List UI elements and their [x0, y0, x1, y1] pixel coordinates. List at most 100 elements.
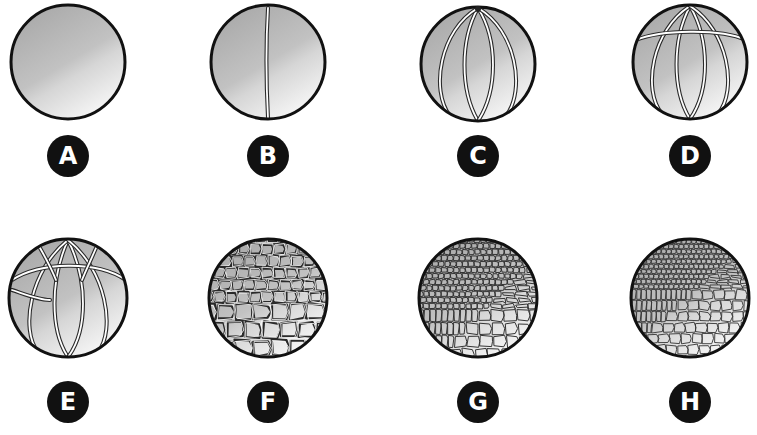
blastomere: [652, 311, 657, 322]
blastomere: [634, 345, 645, 355]
blastomere: [345, 219, 358, 229]
blastomere: [245, 257, 255, 267]
blastomere: [661, 290, 666, 300]
blastomere: [732, 284, 743, 289]
blastomere: [719, 224, 724, 229]
blastomere: [448, 322, 454, 335]
blastomere: [689, 224, 694, 228]
blastomere: [678, 346, 689, 354]
blastomere: [454, 322, 460, 335]
blastomere: [497, 375, 510, 386]
blastomere: [460, 244, 465, 249]
blastomere: [232, 231, 244, 243]
blastomere: [658, 334, 670, 343]
blastomere: [709, 254, 714, 259]
blastomere: [739, 224, 744, 229]
blastomere: [749, 368, 757, 376]
blastomere: [539, 349, 552, 360]
blastomere: [244, 358, 261, 374]
embryo-outline: [211, 5, 325, 119]
blastomere: [447, 292, 453, 297]
blastomere: [688, 344, 699, 354]
blastomere: [469, 249, 475, 254]
blastomere: [421, 237, 426, 242]
blastomere: [436, 309, 442, 322]
blastomere: [459, 232, 465, 237]
blastomere: [423, 303, 429, 309]
blastomere: [238, 220, 249, 230]
blastomere: [477, 291, 483, 296]
blastomere: [191, 219, 202, 230]
blastomere: [286, 268, 298, 278]
blastomere: [444, 226, 450, 231]
blastomere: [478, 219, 484, 225]
blastomere: [285, 291, 297, 302]
blastomere: [724, 264, 735, 269]
blastomere: [309, 219, 321, 229]
blastomere: [489, 231, 495, 236]
blastomere: [435, 279, 441, 284]
blastomere: [499, 273, 505, 278]
blastomere: [712, 229, 717, 234]
blastomere: [342, 339, 361, 356]
blastomere: [666, 249, 671, 254]
blastomere: [696, 250, 701, 254]
blastomere: [611, 249, 616, 253]
blastomere: [513, 244, 519, 249]
blastomere: [442, 219, 448, 224]
blastomere: [498, 225, 504, 231]
blastomere: [647, 270, 652, 274]
blastomere: [334, 245, 345, 254]
blastomere: [466, 304, 471, 309]
blastomere: [273, 244, 285, 255]
blastomere: [441, 304, 447, 309]
blastomere: [611, 312, 616, 322]
blastomere: [459, 255, 465, 261]
blastomere: [346, 268, 358, 278]
blastomere: [714, 235, 719, 239]
stage-letter: E: [60, 390, 76, 414]
blastomere: [268, 255, 280, 267]
blastomere: [516, 304, 529, 310]
blastomere: [624, 284, 629, 289]
blastomere: [343, 376, 362, 393]
blastomere: [754, 285, 757, 290]
blastomere: [624, 244, 629, 248]
blastomere: [429, 303, 435, 308]
blastomere: [503, 362, 516, 374]
blastomere: [438, 286, 444, 292]
blastomere: [656, 229, 661, 233]
blastomere: [219, 281, 232, 291]
blastomere: [217, 305, 235, 319]
blastomere: [649, 285, 654, 289]
blastomere: [343, 340, 361, 355]
blastomere: [504, 238, 510, 243]
blastomere: [429, 231, 435, 237]
blastomere: [249, 243, 262, 254]
blastomere: [706, 270, 711, 274]
blastomere: [190, 268, 201, 279]
blastomere: [622, 322, 627, 333]
blastomere: [662, 366, 672, 376]
blastomere: [696, 219, 701, 224]
blastomere: [623, 356, 633, 366]
cleavage-furrow: [82, 248, 96, 280]
blastomere: [651, 289, 656, 300]
blastomere: [527, 349, 540, 361]
blastomere: [441, 322, 447, 334]
blastomere: [548, 261, 561, 267]
blastomere: [624, 254, 629, 259]
blastomere: [726, 220, 731, 224]
blastomere: [197, 256, 208, 267]
blastomere: [426, 225, 432, 231]
blastomere: [656, 312, 661, 322]
blastomere: [435, 219, 441, 225]
blastomere: [483, 220, 489, 225]
blastomere: [460, 303, 465, 308]
blastomere: [753, 275, 757, 279]
blastomere: [291, 280, 303, 291]
blastomere: [671, 249, 676, 254]
blastomere: [735, 289, 747, 300]
blastomere: [651, 230, 656, 234]
blastomere: [199, 305, 217, 319]
